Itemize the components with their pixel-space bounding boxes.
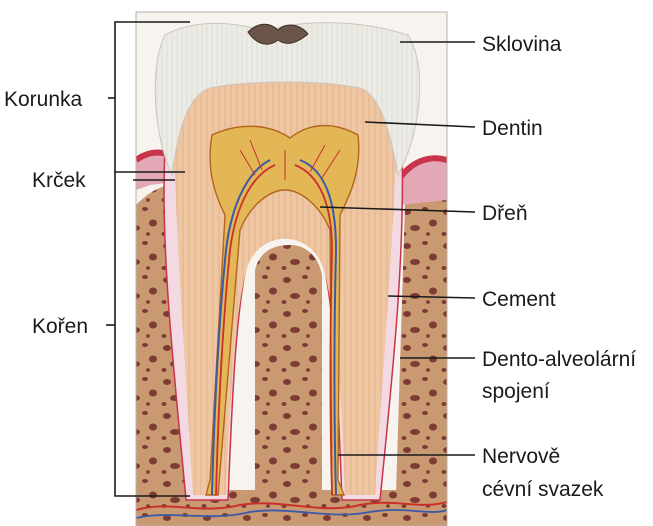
label-root: Kořen [32, 315, 88, 338]
label-junction-line1: Dento-alveolární [482, 348, 636, 371]
label-neck: Krček [32, 169, 86, 192]
inter-root-bone [255, 245, 322, 526]
label-cementum: Cement [482, 288, 556, 311]
label-crown: Korunka [4, 88, 83, 111]
label-junction-line2: spojení [482, 380, 550, 403]
label-bundle-line1: Nervově [482, 445, 560, 468]
tooth-illustration [136, 12, 447, 526]
label-pulp: Dřeň [482, 202, 528, 225]
label-dentin: Dentin [482, 117, 543, 140]
label-enamel: Sklovina [482, 33, 562, 56]
label-bundle-line2: cévní svazek [482, 478, 604, 501]
